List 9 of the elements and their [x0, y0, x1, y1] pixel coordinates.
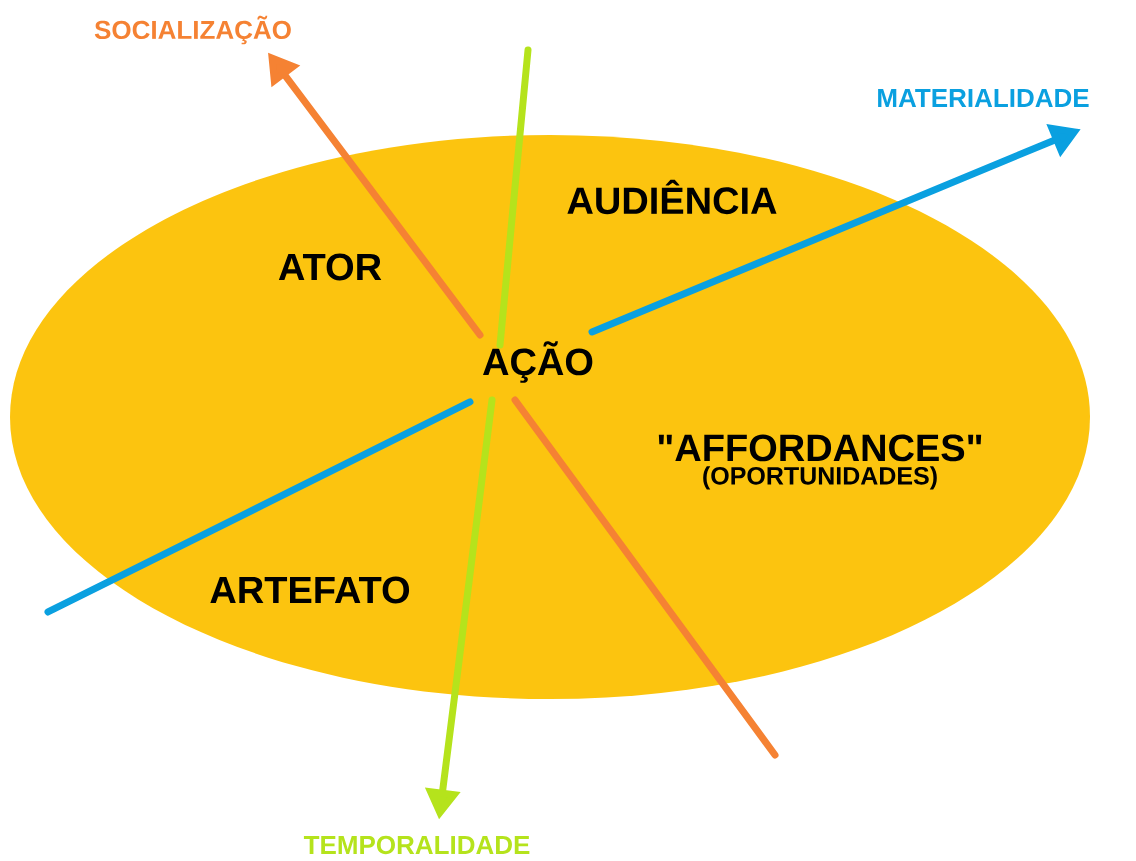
ellipse — [10, 135, 1090, 699]
axis-label: SOCIALIZAÇÃO — [94, 15, 291, 45]
ellipse-label: ARTEFATO — [210, 576, 410, 604]
center-label: AÇÃO — [483, 341, 593, 383]
ellipse-label: AUDIÊNCIA — [567, 179, 777, 215]
ellipse-label: "AFFORDANCES" (OPORTUNIDADES) — [658, 434, 982, 490]
axis-label: MATERIALIDADE — [878, 89, 1089, 107]
ellipse-label: ATOR — [278, 253, 382, 281]
axis-label: TEMPORALIDADE — [303, 835, 530, 855]
